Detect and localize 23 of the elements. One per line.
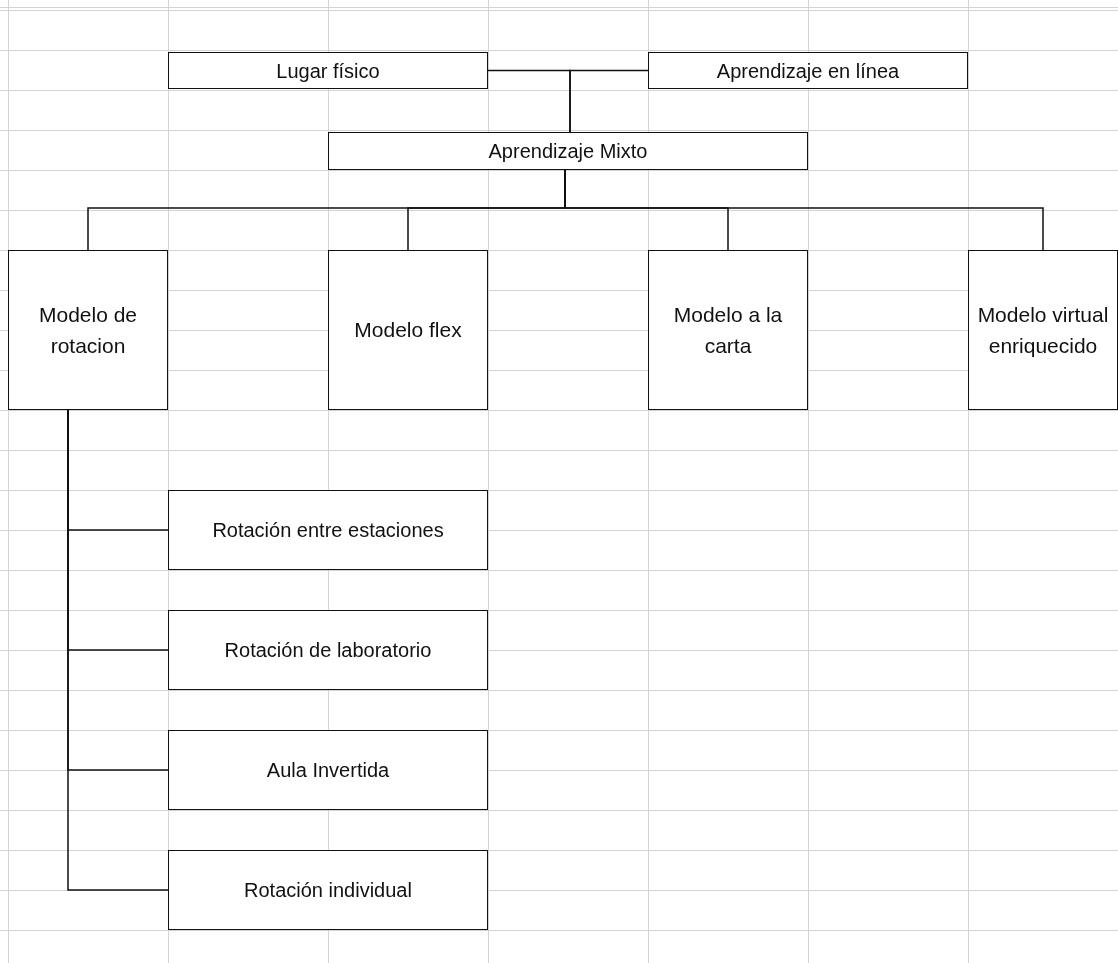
node-label: Rotación individual <box>244 878 412 903</box>
node-label: Modelo a la carta <box>672 301 784 359</box>
connector-line <box>569 69 649 133</box>
node-box <box>168 490 488 570</box>
node-label: Aprendizaje en línea <box>716 58 900 84</box>
node-box <box>328 250 488 410</box>
node-label: Modelo de rotacion <box>37 301 139 359</box>
node-box <box>648 52 968 89</box>
node-box <box>168 610 488 690</box>
node-box <box>968 250 1118 410</box>
node-box <box>328 132 808 170</box>
node-label: Aprendizaje Mixto <box>488 139 648 164</box>
node-label: Modelo flex <box>354 317 462 344</box>
node-label: Aula Invertida <box>266 758 390 783</box>
node-box <box>168 850 488 930</box>
node-box <box>168 52 488 89</box>
node-box <box>648 250 808 410</box>
node-label: Rotación entre estaciones <box>212 518 444 543</box>
node-label: Rotación de laboratorio <box>224 638 432 663</box>
node-box <box>8 250 168 410</box>
node-box <box>168 730 488 810</box>
node-label: Lugar físico <box>276 58 380 84</box>
node-label: Modelo virtual enriquecido <box>976 301 1110 359</box>
